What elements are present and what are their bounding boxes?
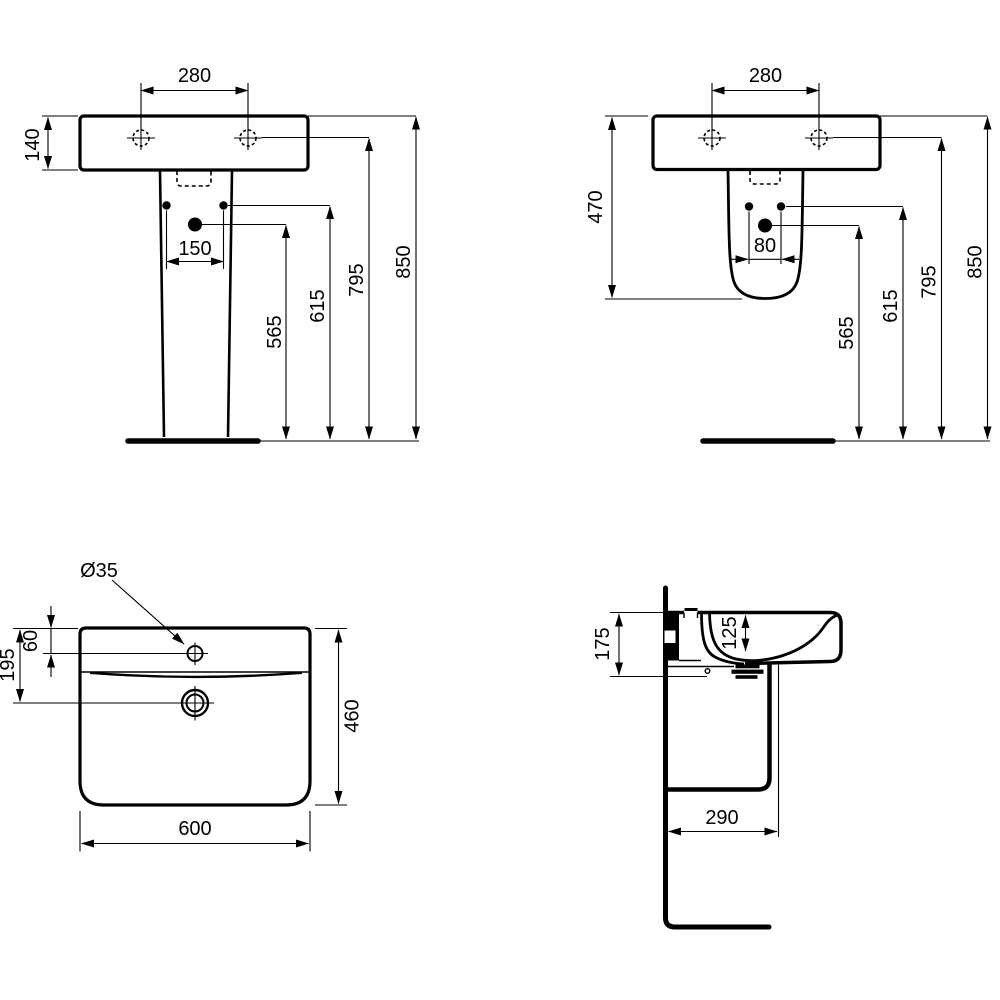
tap-hole-right: [234, 127, 262, 150]
dim-label-140: 140: [22, 128, 44, 161]
dim-waste-height-565: 565: [202, 223, 290, 440]
semi-pedestal-section-profile: [666, 662, 772, 792]
dim-label-280-right: 280: [749, 65, 782, 87]
view-plan: Ø35 60 195 460 600: [0, 560, 364, 852]
dim-label-850-right: 850: [965, 245, 987, 278]
waste-trap-flange: [731, 664, 764, 679]
fixing-hole-right-2: [776, 202, 786, 211]
trap-hidden-outline-2: [749, 171, 781, 185]
tap-hole-left: [127, 127, 155, 150]
view-side-section: 175 125 290: [592, 585, 843, 930]
wall-profile-line: [663, 585, 772, 930]
dim-label-565-right: 565: [836, 316, 858, 349]
semi-pedestal-outline: [726, 170, 805, 300]
dim-label-795-left: 795: [346, 263, 368, 296]
tap-hole-right-2: [805, 127, 833, 150]
dim-projection-290: 290: [668, 664, 780, 837]
dim-width-600: 600: [79, 811, 311, 852]
view-front-semi-pedestal: 280 470 80 565 615 795: [585, 65, 992, 444]
dim-fixing-spacing-80: 80: [731, 211, 799, 264]
dim-tap-height-795-right: 795: [833, 136, 946, 440]
dim-waste-offset-195: 195: [0, 629, 24, 702]
dim-basin-height-140: 140: [22, 115, 78, 171]
dim-label-565-left: 565: [264, 315, 286, 348]
fixing-pocket: [664, 630, 676, 643]
dim-label-460: 460: [342, 699, 364, 732]
dim-fixing-spacing-150: 150: [165, 210, 225, 269]
dim-fixing-height-615: 615: [228, 204, 334, 440]
dim-tap-offset-60: 60: [20, 606, 55, 677]
dim-label-615-right: 615: [880, 289, 902, 322]
dim-label-795-right: 795: [919, 265, 941, 298]
fixing-bolt-tip: [704, 668, 711, 675]
dim-bowl-depth-125: 125: [719, 615, 750, 652]
basin-outer-profile: [697, 610, 843, 666]
tap-hole-left-2: [698, 127, 726, 150]
dim-rim-height-850-right: 850: [880, 115, 992, 440]
dim-label-600: 600: [178, 818, 211, 840]
tap-hole-edges: [683, 612, 699, 618]
dim-fixing-height-615-right: 615: [786, 205, 907, 440]
dim-label-280-left: 280: [178, 65, 211, 87]
dim-semi-pedestal-470: 470: [585, 115, 742, 300]
waste-outlet-dot-2: [758, 218, 772, 233]
fixing-hole-right: [219, 201, 228, 210]
trap-hidden-outline: [176, 171, 212, 187]
dim-label-850-left: 850: [393, 245, 415, 278]
dim-tap-spacing-280-right: 280: [711, 65, 820, 128]
basin-outline-front-2: [651, 114, 882, 172]
bowl-inner-profile: [708, 612, 840, 662]
dim-label-470: 470: [585, 190, 607, 223]
dim-label-615-left: 615: [307, 289, 329, 322]
dim-waste-height-565-right: 565: [772, 224, 863, 440]
dim-label-175: 175: [592, 627, 614, 660]
dim-label-d35: Ø35: [80, 560, 118, 582]
basin-ledge-curve: [89, 671, 303, 679]
dim-label-150: 150: [178, 238, 211, 260]
dim-front-height-175: 175: [592, 611, 707, 678]
dim-label-125: 125: [719, 616, 741, 649]
fixing-hole-left-2: [744, 202, 754, 211]
dim-tap-diameter: Ø35: [80, 560, 185, 645]
dim-label-80: 80: [754, 235, 776, 257]
pedestal-outline: [158, 170, 234, 438]
dim-depth-460: 460: [315, 627, 364, 806]
basin-outline-front: [78, 114, 310, 172]
bowl-back-wall: [700, 612, 745, 666]
view-front-full-pedestal: 280 140 150 565 615 795: [22, 65, 420, 444]
dim-label-290: 290: [705, 807, 738, 829]
basin-outline-plan: [78, 626, 312, 807]
dim-tap-spacing-280: 280: [140, 65, 249, 128]
waste-outlet-dot: [188, 217, 202, 232]
dim-rim-height-850: 850: [308, 115, 420, 440]
dim-label-60: 60: [20, 630, 42, 652]
fixing-hole-left: [162, 201, 171, 210]
dim-tap-height-795: 795: [262, 136, 373, 440]
dim-label-195: 195: [0, 648, 19, 681]
